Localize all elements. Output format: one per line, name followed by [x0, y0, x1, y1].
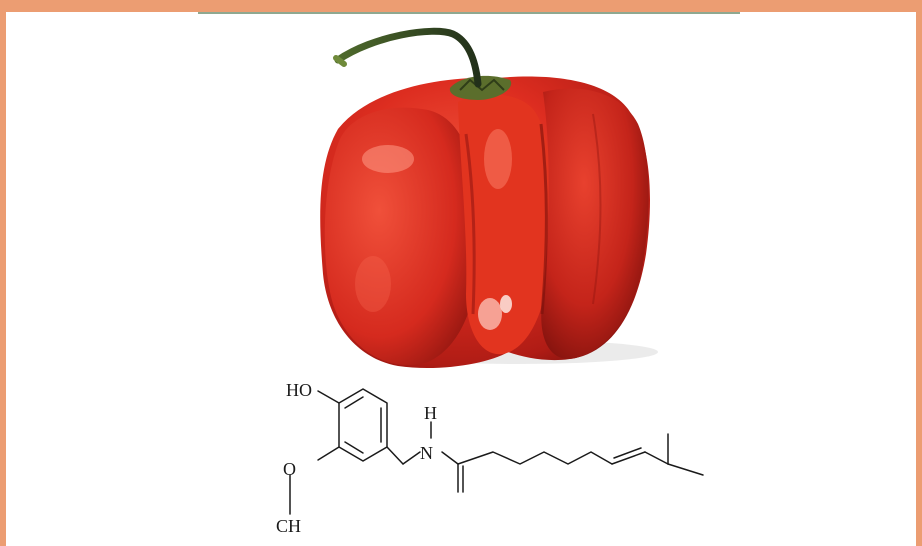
ring-double-bond-bottom [344, 441, 364, 454]
top-rule [198, 12, 740, 14]
benzyl-bond-2 [402, 451, 421, 465]
benzyl-bond-1 [386, 446, 404, 465]
isopropyl-bond [644, 451, 669, 465]
alkyl-chain [457, 451, 613, 465]
alkene-bond-2 [613, 447, 642, 459]
label-hydrogen: H [424, 403, 437, 423]
label-oxygen: O [283, 459, 296, 479]
chemical-structure [289, 388, 704, 515]
ether-bond [317, 446, 340, 461]
ring-double-bond-top [344, 396, 364, 409]
figure-panel: HO O CH H N [198, 14, 740, 546]
pepper-image [320, 27, 658, 369]
figure-svg: HO O CH H N [276, 27, 704, 536]
label-hydroxyl: HO [286, 380, 312, 400]
hydroxyl-bond [317, 390, 340, 404]
amide-bond [441, 451, 459, 465]
benzene-ring [338, 388, 388, 462]
label-nitrogen: N [420, 443, 433, 463]
methyl-right-bond [667, 463, 704, 476]
label-methyl: CH [276, 516, 301, 536]
alkene-bond [611, 451, 646, 465]
